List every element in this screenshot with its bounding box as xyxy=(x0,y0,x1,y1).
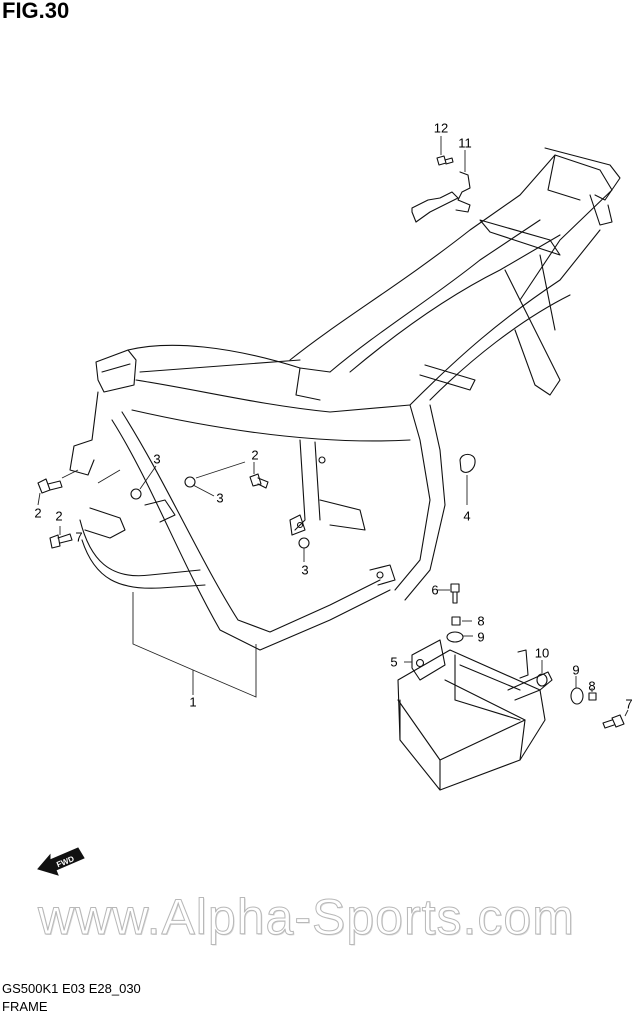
callout-part-1[interactable]: 1 xyxy=(189,694,197,710)
part-1-bracket-lines xyxy=(132,592,257,698)
callout-part-3[interactable]: 3 xyxy=(216,490,224,506)
callout-part-12[interactable]: 12 xyxy=(433,120,449,136)
callout-part-7[interactable]: 7 xyxy=(625,696,633,712)
callout-part-3[interactable]: 3 xyxy=(301,562,309,578)
callout-part-3[interactable]: 3 xyxy=(153,451,161,467)
callout-part-8[interactable]: 8 xyxy=(588,678,596,694)
bolt-part-7 xyxy=(602,714,625,729)
bolt-part-2 xyxy=(37,473,269,549)
fwd-arrow-icon: FWD xyxy=(37,847,85,876)
grommet-part-4 xyxy=(459,453,476,473)
callout-part-8[interactable]: 8 xyxy=(477,613,485,629)
cushion-part-10 xyxy=(536,673,548,687)
callout-part-10[interactable]: 10 xyxy=(534,645,550,661)
callout-part-9[interactable]: 9 xyxy=(477,629,485,645)
callout-part-9[interactable]: 9 xyxy=(572,662,580,678)
section-name: FRAME xyxy=(2,999,48,1014)
bolt-part-12 xyxy=(436,155,454,166)
leader-lines xyxy=(37,136,629,717)
cushion-part-9 xyxy=(446,631,584,705)
nut-part-3 xyxy=(130,476,310,549)
model-code: GS500K1 E03 E28_030 xyxy=(2,981,141,996)
frame-part-1 xyxy=(69,147,621,651)
collar-part-8 xyxy=(451,616,597,701)
bracket-part-11 xyxy=(411,171,471,223)
callout-part-4[interactable]: 4 xyxy=(463,508,471,524)
callout-part-7[interactable]: 7 xyxy=(75,529,83,545)
callout-part-2[interactable]: 2 xyxy=(34,505,42,521)
callout-part-2[interactable]: 2 xyxy=(251,447,259,463)
callout-part-11[interactable]: 11 xyxy=(458,135,472,151)
callout-part-5[interactable]: 5 xyxy=(390,654,398,670)
battery-holder-part-5 xyxy=(397,639,553,791)
watermark: www.Alpha-Sports.com xyxy=(38,889,575,946)
figure-title: FIG.30 xyxy=(2,0,70,23)
bolt-part-6 xyxy=(450,583,460,604)
callout-part-6[interactable]: 6 xyxy=(431,582,439,598)
callout-part-2[interactable]: 2 xyxy=(55,508,63,524)
